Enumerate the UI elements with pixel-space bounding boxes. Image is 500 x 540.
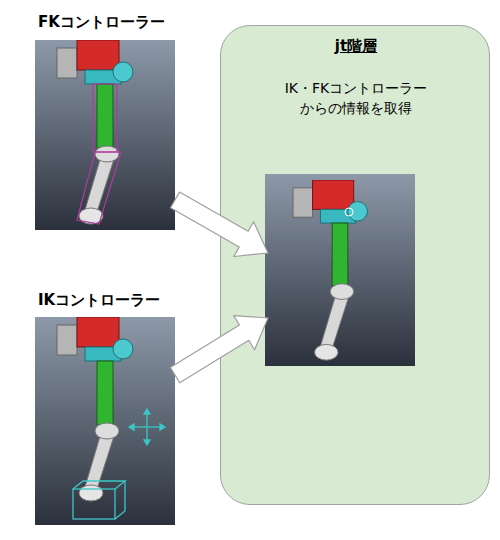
cross-head	[160, 424, 165, 430]
render-background	[35, 40, 175, 230]
group-title: jt階層	[221, 36, 491, 56]
block-arrow	[170, 316, 268, 383]
cross-head	[144, 440, 150, 445]
cross-head	[129, 424, 134, 430]
render-background	[265, 174, 415, 366]
pole-vector-cross	[129, 409, 165, 445]
robot-arm	[57, 40, 133, 224]
robot-arm	[293, 180, 367, 360]
ik-cube-side	[115, 481, 125, 519]
ik-cube	[73, 481, 125, 519]
jt-render	[265, 174, 415, 366]
block-arrow	[171, 192, 269, 256]
fk-outline	[77, 152, 121, 224]
controller-label: IKコントローラー	[38, 290, 175, 310]
fk-render	[35, 40, 175, 230]
ik-cube-top	[73, 481, 125, 489]
group-description: IK・FKコントローラー からの情報を取得	[276, 78, 436, 118]
controller-label: FKコントローラー	[38, 12, 175, 32]
joint-marker	[345, 208, 353, 216]
cross-line	[133, 426, 161, 427]
cross-head	[144, 409, 150, 414]
robot-arm	[57, 317, 133, 501]
render-background	[35, 317, 175, 525]
ik-cube-front	[73, 489, 115, 519]
ik-render	[35, 317, 175, 525]
fk-outline	[93, 84, 117, 152]
